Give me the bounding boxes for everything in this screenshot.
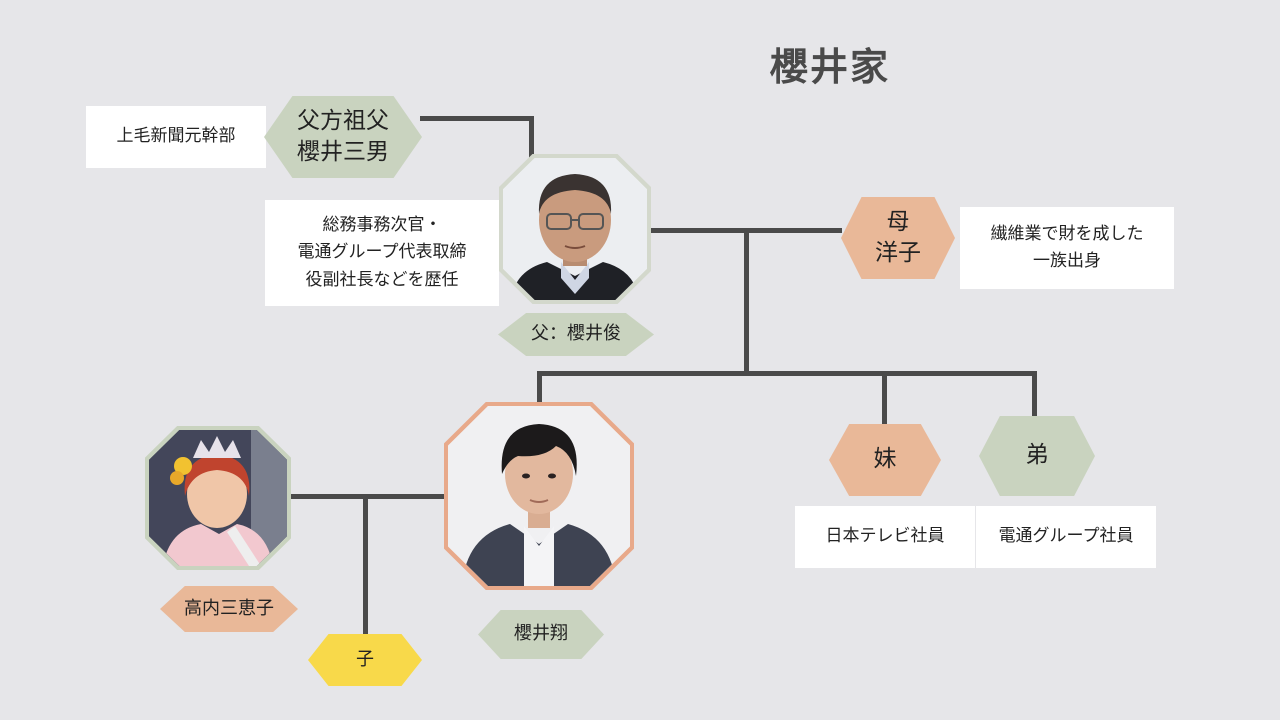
grandfather-note: 上毛新聞元幹部 — [86, 106, 266, 168]
brother-label: 弟 — [1025, 442, 1049, 469]
brother-node: 弟 — [979, 416, 1095, 496]
connector-parents-v — [744, 228, 749, 376]
page-title: 櫻井家 — [769, 45, 890, 89]
child-label: 子 — [356, 648, 374, 670]
connector-sister-v — [882, 371, 887, 425]
wife-name: 高内三恵子 — [184, 597, 274, 619]
mother-note-line: 繊維業で財を成した — [990, 223, 1144, 244]
grandfather-node: 父方祖父 櫻井三男 — [264, 96, 422, 178]
mother-name: 洋子 — [875, 240, 921, 266]
mother-note: 繊維業で財を成した 一族出身 — [960, 207, 1174, 289]
grandfather-name: 櫻井三男 — [297, 139, 389, 165]
brother-note-text: 電通グループ社員 — [998, 526, 1134, 547]
connector-brother-v — [1032, 371, 1037, 419]
father-name: 父：櫻井俊 — [531, 323, 621, 345]
father-note-line: 総務事務次官・ — [322, 215, 442, 236]
father-note-line: 電通グループ代表取締 — [297, 242, 467, 263]
wife-photo — [145, 426, 291, 570]
wife-label: 高内三恵子 — [160, 586, 298, 632]
mother-note-line: 一族出身 — [1033, 251, 1101, 271]
grandfather-relation: 父方祖父 — [297, 107, 389, 134]
father-photo — [499, 154, 651, 304]
father-note-line: 役副社長などを歴任 — [305, 269, 459, 290]
brother-note: 電通グループ社員 — [976, 506, 1156, 568]
grandfather-note-text: 上毛新聞元幹部 — [116, 126, 236, 147]
sister-node: 妹 — [829, 424, 941, 496]
man-portrait-icon — [448, 406, 630, 586]
sister-label: 妹 — [873, 446, 897, 473]
woman-portrait-icon — [149, 430, 287, 566]
man-portrait-icon — [503, 158, 647, 300]
connector-sho-v — [537, 371, 542, 405]
connector-grandfather-h — [420, 116, 534, 121]
connector-siblings-h — [537, 371, 1037, 376]
sister-note-text: 日本テレビ社員 — [825, 526, 945, 547]
connector-marriage-h — [290, 494, 446, 499]
sho-label: 櫻井翔 — [478, 610, 604, 659]
child-node: 子 — [308, 634, 422, 686]
father-label: 父：櫻井俊 — [498, 313, 654, 356]
father-note: 総務事務次官・ 電通グループ代表取締 役副社長などを歴任 — [265, 200, 499, 306]
mother-relation: 母 — [886, 208, 910, 235]
sho-photo — [444, 402, 634, 590]
connector-grandfather-v — [529, 116, 534, 158]
connector-child-v — [363, 494, 368, 638]
sho-name: 櫻井翔 — [514, 623, 568, 645]
sister-note: 日本テレビ社員 — [795, 506, 975, 568]
mother-node: 母 洋子 — [841, 197, 955, 279]
